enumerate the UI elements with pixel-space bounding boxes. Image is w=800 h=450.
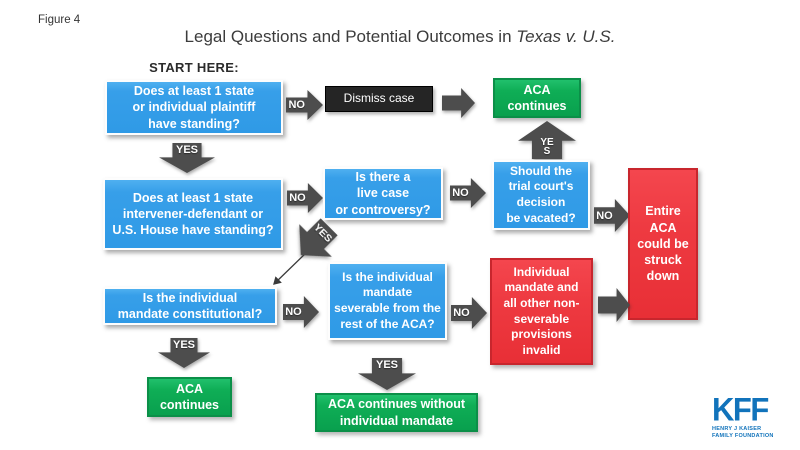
- node-aca-continues-without-mandate-text: ACA continues without individual mandate: [327, 397, 466, 428]
- kff-logo: KFF HENRY J KAISER FAMILY FOUNDATION: [712, 391, 774, 440]
- arrow-right-icon: NO: [594, 199, 630, 232]
- arrow-down-icon: YES: [159, 143, 215, 173]
- node-dismiss-case-text: Dismiss case: [343, 91, 415, 106]
- kff-logo-line1: HENRY J KAISER: [712, 426, 762, 432]
- arrow-yes-severable: YES: [358, 358, 416, 390]
- node-aca-continues-top-text: ACA continues: [507, 82, 567, 113]
- node-mandate-severable: Is the individual mandate severable from…: [328, 262, 447, 340]
- arrow-right-icon: NO: [287, 183, 323, 213]
- node-entire-aca-struck-text: Entire ACA could be struck down: [637, 204, 689, 284]
- arrow-yes-plaintiff: YES: [159, 143, 215, 173]
- arrow-down-icon: YES: [158, 338, 210, 368]
- node-nonseverable-invalid: Individual mandate and all other non-sev…: [490, 258, 593, 365]
- arrow-no-severable: NO: [451, 297, 487, 329]
- node-entire-aca-struck: Entire ACA could be struck down: [628, 168, 698, 320]
- arrow-yes-label: YES: [172, 339, 195, 351]
- node-aca-continues-left-text: ACA continues: [159, 381, 220, 412]
- kff-logo-subtitle: HENRY J KAISER FAMILY FOUNDATION: [712, 426, 774, 440]
- arrow-no-label: NO: [453, 307, 470, 319]
- arrow-no-vacate: NO: [594, 199, 630, 232]
- kff-logo-name: KFF: [712, 391, 769, 428]
- arrow-no-label: NO: [285, 306, 302, 318]
- arrow-dismiss-to-continue: [442, 88, 475, 118]
- title-text: Legal Questions and Potential Outcomes i…: [184, 27, 517, 46]
- arrow-right-icon: NO: [450, 178, 486, 208]
- kff-logo-line2: FAMILY FOUNDATION: [712, 433, 774, 440]
- node-plaintiff-standing: Does at least 1 state or individual plai…: [105, 80, 283, 135]
- arrow-no-label: NO: [452, 187, 469, 199]
- arrow-no-plaintiff: NO: [286, 90, 323, 120]
- arrow-no-constitutional: NO: [283, 296, 319, 328]
- arrow-invalid-to-struck: [598, 288, 630, 322]
- node-defendant-standing: Does at least 1 state intervener-defenda…: [103, 178, 283, 250]
- node-nonseverable-invalid-text: Individual mandate and all other non-sev…: [503, 264, 580, 357]
- arrow-up-icon: YES: [518, 121, 576, 159]
- yes-connector-line: [273, 250, 309, 285]
- arrow-right-icon: NO: [286, 90, 323, 120]
- node-live-case: Is there a live case or controversy?: [323, 167, 443, 220]
- arrow-right-icon: NO: [451, 297, 487, 329]
- arrow-yes-label: YES: [175, 144, 198, 156]
- node-aca-continues-top: ACA continues: [493, 78, 581, 118]
- node-vacate-decision: Should the trial court's decision be vac…: [492, 160, 590, 230]
- arrow-right-icon: NO: [283, 296, 319, 328]
- arrow-down-icon: YES: [358, 358, 416, 390]
- node-plaintiff-standing-text: Does at least 1 state or individual plai…: [132, 84, 256, 131]
- arrow-no-defendant: NO: [287, 183, 323, 213]
- node-aca-continues-left: ACA continues: [147, 377, 232, 417]
- node-mandate-constitutional: Is the individual mandate constitutional…: [103, 287, 277, 325]
- page-title: Legal Questions and Potential Outcomes i…: [0, 27, 800, 47]
- node-dismiss-case: Dismiss case: [325, 86, 433, 112]
- node-defendant-standing-text: Does at least 1 state intervener-defenda…: [112, 190, 274, 238]
- node-mandate-severable-text: Is the individual mandate severable from…: [334, 269, 441, 331]
- node-aca-continues-without-mandate: ACA continues without individual mandate: [315, 393, 478, 432]
- arrow-no-label: NO: [288, 99, 305, 111]
- arrow-no-live-case: NO: [450, 178, 486, 208]
- start-here-label: START HERE:: [149, 60, 239, 75]
- arrow-right-icon: [442, 88, 475, 118]
- arrow-no-label: NO: [289, 192, 306, 204]
- arrow-yes-label: YES: [375, 359, 398, 371]
- arrow-yes-constitutional: YES: [158, 338, 210, 368]
- title-case-name: Texas v. U.S.: [516, 27, 616, 46]
- arrow-no-label: NO: [596, 209, 613, 222]
- node-live-case-text: Is there a live case or controversy?: [335, 170, 431, 217]
- arrow-yes-label: YES: [540, 137, 554, 158]
- arrow-right-icon: [598, 288, 630, 322]
- node-vacate-decision-text: Should the trial court's decision be vac…: [506, 163, 576, 225]
- figure-label: Figure 4: [38, 14, 81, 26]
- arrow-yes-vacate: YES: [518, 121, 576, 159]
- node-mandate-constitutional-text: Is the individual mandate constitutional…: [117, 290, 263, 321]
